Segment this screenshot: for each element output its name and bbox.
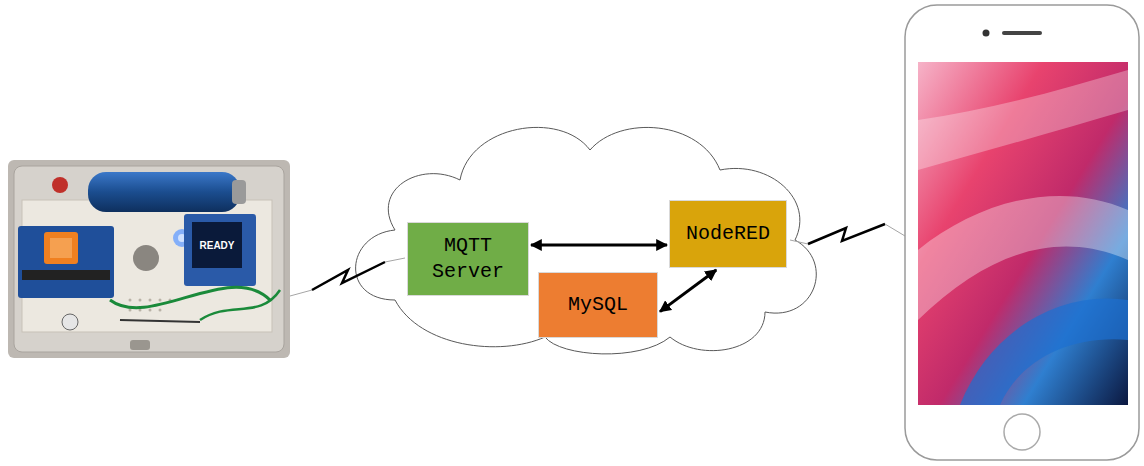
device-photo	[8, 160, 290, 358]
box-label: MySQL	[568, 292, 628, 318]
box-label: MQTT Server	[416, 233, 520, 285]
wireless-link	[790, 224, 905, 244]
process-box: MQTT Server	[407, 222, 529, 296]
process-box: NodeRED	[669, 200, 787, 268]
box-label: NodeRED	[686, 221, 770, 247]
process-box: MySQL	[538, 272, 658, 338]
screen-text: READY	[199, 240, 234, 251]
phone-illustration	[905, 5, 1139, 460]
data-flow-arrow	[660, 270, 716, 312]
cloud-outline	[356, 127, 817, 354]
data-flow-arrow	[531, 244, 667, 247]
wireless-link	[290, 258, 405, 296]
